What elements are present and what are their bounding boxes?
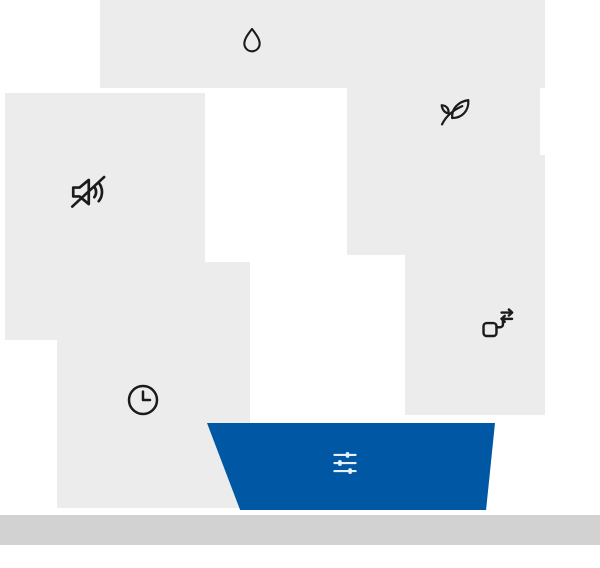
clock-icon: [123, 380, 163, 420]
leaf-icon: [436, 93, 474, 131]
tile-options[interactable]: [207, 423, 495, 510]
tile-power[interactable]: [405, 155, 545, 415]
tile-timer[interactable]: [57, 262, 250, 508]
speaker-mute-icon: [65, 169, 111, 215]
bottom-bar: [0, 515, 600, 545]
plug-sync-icon: [476, 301, 518, 343]
water-drop-icon: [234, 24, 270, 60]
sliders-icon: [328, 446, 362, 480]
tile-water[interactable]: [100, 0, 545, 88]
